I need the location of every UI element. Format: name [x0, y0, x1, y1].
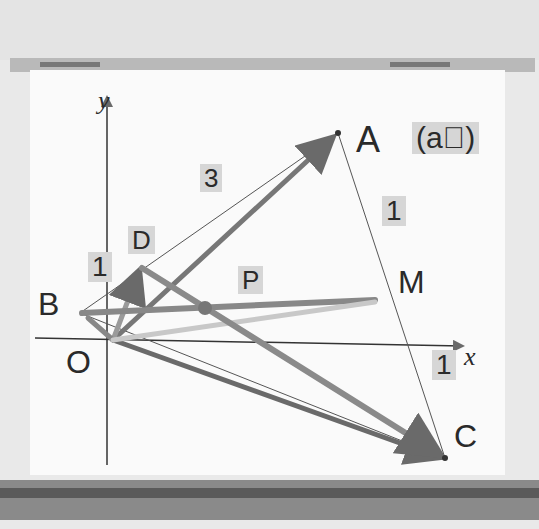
- ratio-number: 3: [200, 164, 222, 192]
- point-label: B: [38, 288, 59, 320]
- ratio-number: 1: [382, 196, 406, 226]
- ratio-number: 1: [432, 350, 456, 380]
- axis-label: y: [98, 88, 110, 114]
- vector-label: (a⃗): [412, 122, 479, 154]
- point-label: O: [66, 346, 91, 378]
- point-label: P: [238, 266, 263, 294]
- point-label: M: [398, 266, 425, 298]
- axis-label: x: [464, 344, 476, 370]
- point-label: A: [356, 122, 380, 158]
- ratio-number: 1: [88, 252, 112, 282]
- point-label: D: [128, 226, 155, 254]
- point-label: C: [454, 420, 477, 452]
